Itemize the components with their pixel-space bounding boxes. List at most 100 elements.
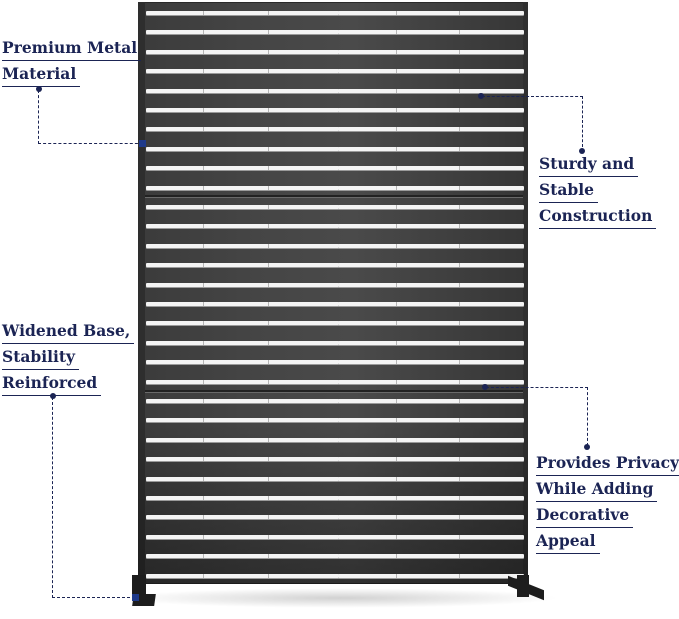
slat-joint: [203, 321, 204, 326]
slat: [146, 573, 339, 578]
slat-joint: [268, 146, 269, 151]
slat-joint: [268, 108, 269, 112]
leader-line: [52, 397, 135, 598]
slat-joint: [268, 476, 269, 481]
leader-anchor: [478, 93, 484, 99]
slat-joint: [268, 88, 269, 93]
slat: [338, 321, 524, 326]
slat-joint: [268, 127, 269, 132]
slat-joint: [203, 263, 204, 268]
slat-joint: [268, 205, 269, 209]
slat-joint: [459, 69, 460, 74]
slat-joint: [268, 243, 269, 248]
slat-joint: [396, 515, 397, 520]
slat-joint: [396, 379, 397, 384]
callout-line: Material: [2, 61, 81, 87]
slat: [146, 166, 339, 171]
slat-joint: [268, 360, 269, 365]
callout-line: Stable: [539, 177, 598, 203]
slat-joint: [396, 49, 397, 54]
slat: [146, 379, 339, 384]
callout-line: Construction: [539, 203, 657, 229]
slat: [338, 282, 524, 287]
slat-joint: [396, 243, 397, 248]
slat: [338, 496, 524, 500]
slat-joint: [459, 476, 460, 481]
slat: [338, 11, 524, 15]
callout-sturdy-stable: Sturdy and Stable Construction: [539, 151, 657, 229]
slat-joint: [396, 282, 397, 287]
slat-joint: [268, 379, 269, 384]
floor-shadow: [120, 588, 560, 608]
leader-anchor: [139, 140, 146, 147]
slat-joint: [203, 205, 204, 209]
slat-joint: [396, 127, 397, 132]
slat-joint: [203, 360, 204, 365]
slat: [146, 88, 339, 93]
slat-joint: [459, 224, 460, 229]
slat-joint: [396, 108, 397, 112]
slat-joint: [459, 496, 460, 500]
slat-joint: [203, 127, 204, 132]
slat-joint: [459, 360, 460, 365]
slat-joint: [203, 496, 204, 500]
slat: [146, 340, 339, 345]
callout-line: While Adding: [536, 476, 658, 502]
slat-joint: [396, 496, 397, 500]
slat-joint: [396, 437, 397, 442]
slat-joint: [459, 515, 460, 520]
slat-joint: [459, 166, 460, 171]
leader-line: [482, 96, 583, 147]
slat-joint: [459, 573, 460, 578]
slat: [338, 146, 524, 151]
slat-joint: [396, 302, 397, 306]
slat: [338, 360, 524, 365]
slat: [146, 185, 339, 190]
slat-joint: [268, 418, 269, 423]
slat-joint: [268, 49, 269, 54]
slat: [146, 360, 339, 365]
slat-joint: [459, 457, 460, 462]
slat-joint: [459, 88, 460, 93]
slat-joint: [396, 457, 397, 462]
slat: [338, 457, 524, 462]
slat: [146, 496, 339, 500]
slat-joint: [396, 205, 397, 209]
slat-joint: [203, 11, 204, 15]
leader-dot: [50, 393, 56, 399]
slat-joint: [203, 379, 204, 384]
slat: [146, 108, 339, 112]
panel-seam: [145, 390, 523, 392]
slat: [338, 166, 524, 171]
slat: [146, 321, 339, 326]
slat: [146, 457, 339, 462]
slat: [338, 573, 524, 578]
slat: [338, 108, 524, 112]
panel-seam: [145, 195, 523, 197]
leader-dot: [584, 444, 590, 450]
slat-joint: [459, 146, 460, 151]
slat-joint: [459, 11, 460, 15]
slat: [338, 49, 524, 54]
slat-joint: [396, 263, 397, 268]
slat-joint: [268, 282, 269, 287]
slat-joint: [396, 418, 397, 423]
slat-joint: [268, 573, 269, 578]
slat-joint: [203, 69, 204, 74]
callout-line: Decorative: [536, 502, 634, 528]
slat-joint: [268, 263, 269, 268]
callout-line: Appeal: [536, 528, 600, 554]
callout-line: Stability: [2, 344, 80, 370]
slat-joint: [396, 185, 397, 190]
callout-line: Provides Privacy: [536, 450, 679, 476]
left-foot-upright: [132, 575, 146, 597]
slat-joint: [459, 534, 460, 539]
slat-joint: [268, 302, 269, 306]
slat: [146, 127, 339, 132]
slat: [146, 243, 339, 248]
slat: [338, 185, 524, 190]
slat-joint: [396, 573, 397, 578]
slat: [146, 30, 339, 35]
callout-line: Widened Base,: [2, 318, 135, 344]
slat-joint: [459, 243, 460, 248]
